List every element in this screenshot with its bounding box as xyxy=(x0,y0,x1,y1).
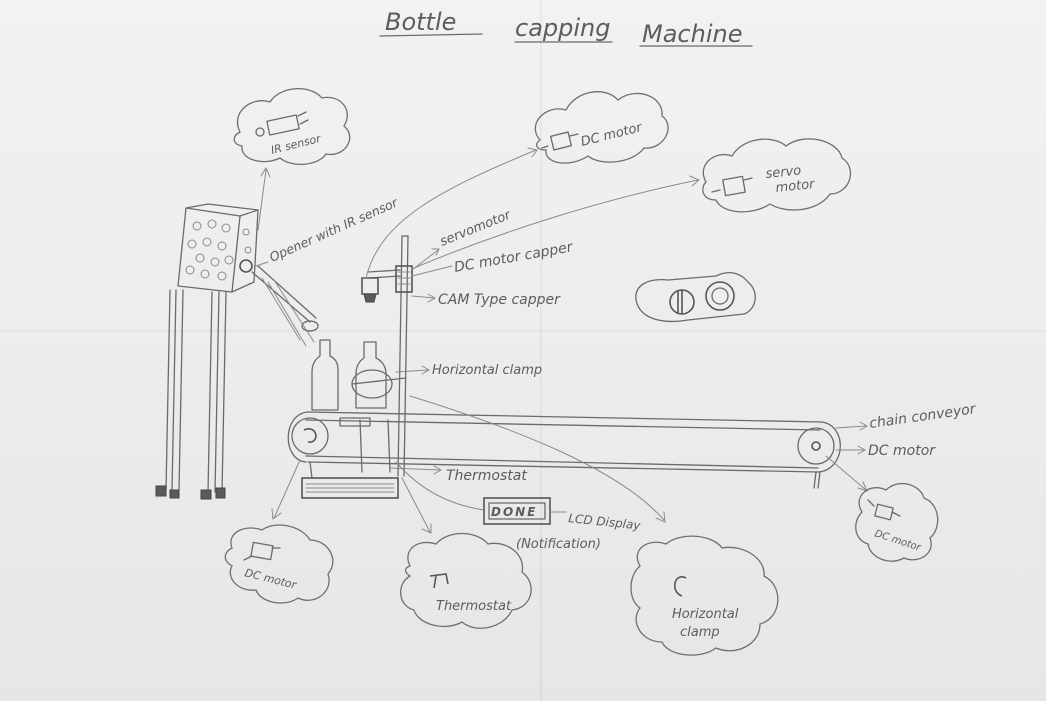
cloud-dc-motor-right: DC motor xyxy=(855,482,939,562)
title-word-bottle: Bottle xyxy=(385,8,456,36)
capper-motor-block xyxy=(395,265,413,293)
label-horizontal-clamp: Horizontal clamp xyxy=(432,363,542,378)
servo-motor-icon xyxy=(711,175,753,197)
cloud-servo-motor: servo motor xyxy=(702,138,852,213)
cloud-ir-sensor: IR sensor xyxy=(233,87,351,165)
arrow-to-servo-cloud xyxy=(413,179,699,269)
cam-capper-pointer xyxy=(411,295,435,299)
cloud-servo-label-2: motor xyxy=(775,177,817,196)
cloud-clamp-label-2: clamp xyxy=(680,625,720,640)
cap-gripper xyxy=(363,293,377,303)
cloud-dc-motor-right-label: DC motor xyxy=(873,528,923,554)
opener-pointer xyxy=(255,261,269,267)
cloud-dc-motor-top-label: DC motor xyxy=(579,120,645,150)
label-opener: Opener with IR sensor xyxy=(267,194,400,264)
capper-assembly xyxy=(351,235,413,477)
bottle-right xyxy=(355,341,387,409)
conveyor-supports xyxy=(309,461,821,489)
left-pulley xyxy=(291,417,329,455)
arrow-to-bottom-dc-cloud xyxy=(273,459,301,519)
cloud-ir-sensor-label: IR sensor xyxy=(270,132,324,157)
label-lcd-display: LCD Display xyxy=(568,511,642,533)
foot-4 xyxy=(215,487,226,499)
lcd-screen-text: DONE xyxy=(491,505,537,519)
tower-leg-left xyxy=(165,289,184,491)
diagram-title: Bottle capping Machine xyxy=(379,8,753,48)
thermostat-icon xyxy=(429,573,449,589)
opener-head xyxy=(301,320,319,332)
conveyor-top-belt xyxy=(305,411,823,431)
dc-motor-top-icon xyxy=(541,131,579,151)
tower-leg-right xyxy=(207,291,227,493)
tower-top-face xyxy=(185,203,259,217)
title-word-capping: capping xyxy=(515,14,610,42)
cloud-thermostat: Thermostat xyxy=(400,532,532,629)
label-dc-motor: DC motor xyxy=(868,443,936,459)
cloud-dc-motor-bottom-label: DC motor xyxy=(243,566,299,592)
clamp-icon xyxy=(674,576,687,597)
foot-3 xyxy=(200,489,212,500)
dc-motor-bottom-icon xyxy=(243,541,281,561)
label-thermostat: Thermostat xyxy=(446,468,527,484)
arrow-to-dc-motor-cloud xyxy=(365,149,537,279)
right-pulley xyxy=(797,427,835,465)
label-chain-conveyor: chain conveyor xyxy=(868,401,977,432)
opener-tower xyxy=(155,166,319,500)
capper-column xyxy=(397,235,409,477)
capper-head xyxy=(361,277,379,295)
dc-capper-pointer xyxy=(411,265,453,277)
cloud-servo-label-1: servo xyxy=(765,163,802,182)
cloud-dc-motor-bottom: DC motor xyxy=(224,524,334,604)
arrow-to-clamp-cloud xyxy=(409,395,665,521)
foot-1 xyxy=(155,485,167,497)
tower-holes xyxy=(185,219,252,281)
chain-conveyor xyxy=(287,411,841,489)
bottle-left xyxy=(311,339,339,411)
ir-sensor-icon xyxy=(255,111,309,137)
belt-sensor-block xyxy=(339,417,371,427)
foot-2 xyxy=(169,489,180,499)
thermostat-pointer xyxy=(389,467,441,471)
thermostat-heater xyxy=(301,419,399,499)
lcd-display: DONE xyxy=(483,497,551,525)
lcd-wire xyxy=(395,461,485,511)
cloud-horizontal-clamp: Horizontal clamp xyxy=(630,535,779,656)
cloud-dc-motor-top: DC motor xyxy=(534,91,669,164)
title-word-machine: Machine xyxy=(642,20,742,48)
ir-sensor-eye xyxy=(239,259,253,273)
clamp-pointer xyxy=(395,369,429,373)
conveyor-bottom-belt xyxy=(305,455,819,473)
chain-conveyor-pointer xyxy=(835,425,867,429)
label-dc-motor-capper: DC motor capper xyxy=(453,239,575,276)
cloud-clamp-label-1: Horizontal xyxy=(672,607,739,622)
arrow-to-thermostat-cloud xyxy=(401,477,431,533)
tower-side-face xyxy=(231,209,259,293)
arrow-to-right-dc-cloud xyxy=(825,455,867,491)
dc-motor-right-icon xyxy=(867,499,901,521)
cloud-thermostat-label: Thermostat xyxy=(436,599,512,614)
arrow-to-ir-cloud xyxy=(257,169,267,231)
sensor-beam xyxy=(261,277,315,347)
opener-arm xyxy=(251,265,317,323)
tower-front-face xyxy=(177,207,241,293)
label-cam-type-capper: CAM Type capper xyxy=(438,292,561,308)
label-notification: (Notification) xyxy=(516,537,601,552)
title-underline-1 xyxy=(379,33,483,37)
cam-capper-icon xyxy=(635,271,756,323)
